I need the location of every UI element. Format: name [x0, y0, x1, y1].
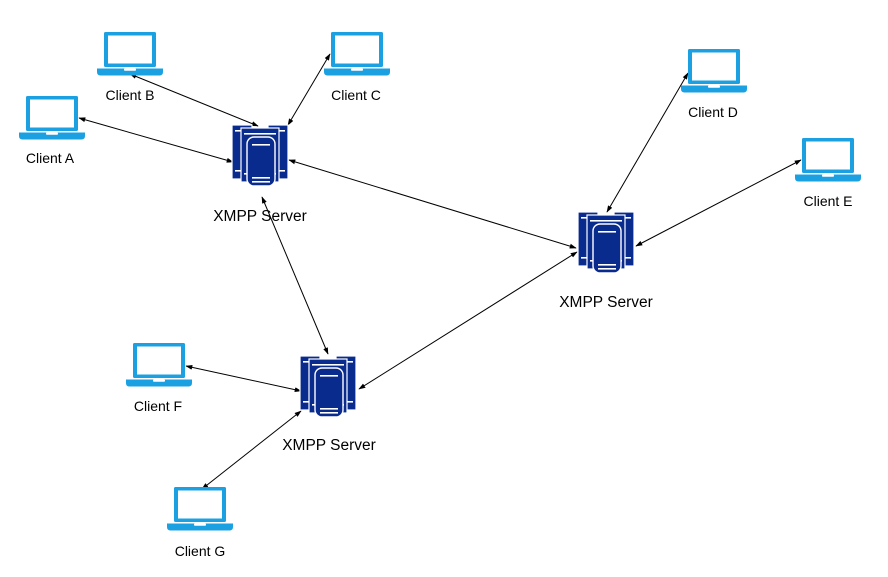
server-node-1[interactable]: XMPP Server	[213, 124, 307, 225]
client-label: Client G	[175, 543, 226, 559]
client-label: Client F	[134, 398, 182, 414]
server-node-3[interactable]: XMPP Server	[282, 355, 376, 454]
edge-server3-server2	[358, 251, 578, 390]
edge-clientG-server3	[201, 410, 302, 490]
edge-server1-server3	[261, 196, 329, 355]
client-label: Client E	[803, 193, 852, 209]
server-rack-icon	[231, 124, 289, 186]
laptop-icon	[324, 32, 390, 76]
laptop-icon	[126, 343, 192, 387]
edge-clientB-server1	[129, 73, 259, 127]
edge-clientF-server3	[185, 364, 302, 393]
server-rack-icon	[299, 355, 357, 417]
client-node-d[interactable]: Client D	[681, 49, 747, 120]
edge-clientA-server1	[78, 117, 234, 163]
laptop-icon	[795, 138, 861, 182]
laptop-icon	[167, 487, 233, 531]
server-node-2[interactable]: XMPP Server	[559, 211, 653, 311]
client-label: Client B	[105, 87, 154, 103]
laptop-icon	[19, 96, 85, 140]
client-node-a[interactable]: Client A	[19, 96, 85, 166]
edge-clientE-server2	[635, 159, 802, 247]
client-node-g[interactable]: Client G	[167, 487, 233, 559]
edge-server1-server2	[288, 159, 577, 249]
edge-clientD-server2	[606, 72, 689, 213]
server-label: XMPP Server	[559, 294, 653, 311]
client-node-e[interactable]: Client E	[795, 138, 861, 209]
client-node-b[interactable]: Client B	[97, 32, 163, 103]
client-label: Client C	[331, 87, 381, 103]
client-label: Client D	[688, 104, 738, 120]
laptop-icon	[681, 49, 747, 93]
laptop-icon	[97, 32, 163, 76]
server-rack-icon	[577, 211, 635, 273]
server-label: XMPP Server	[282, 437, 376, 454]
server-label: XMPP Server	[213, 208, 307, 225]
connections	[78, 53, 802, 490]
client-label: Client A	[26, 150, 75, 166]
client-node-f[interactable]: Client F	[126, 343, 192, 414]
client-node-c[interactable]: Client C	[324, 32, 390, 103]
edge-clientC-server1	[287, 53, 331, 126]
